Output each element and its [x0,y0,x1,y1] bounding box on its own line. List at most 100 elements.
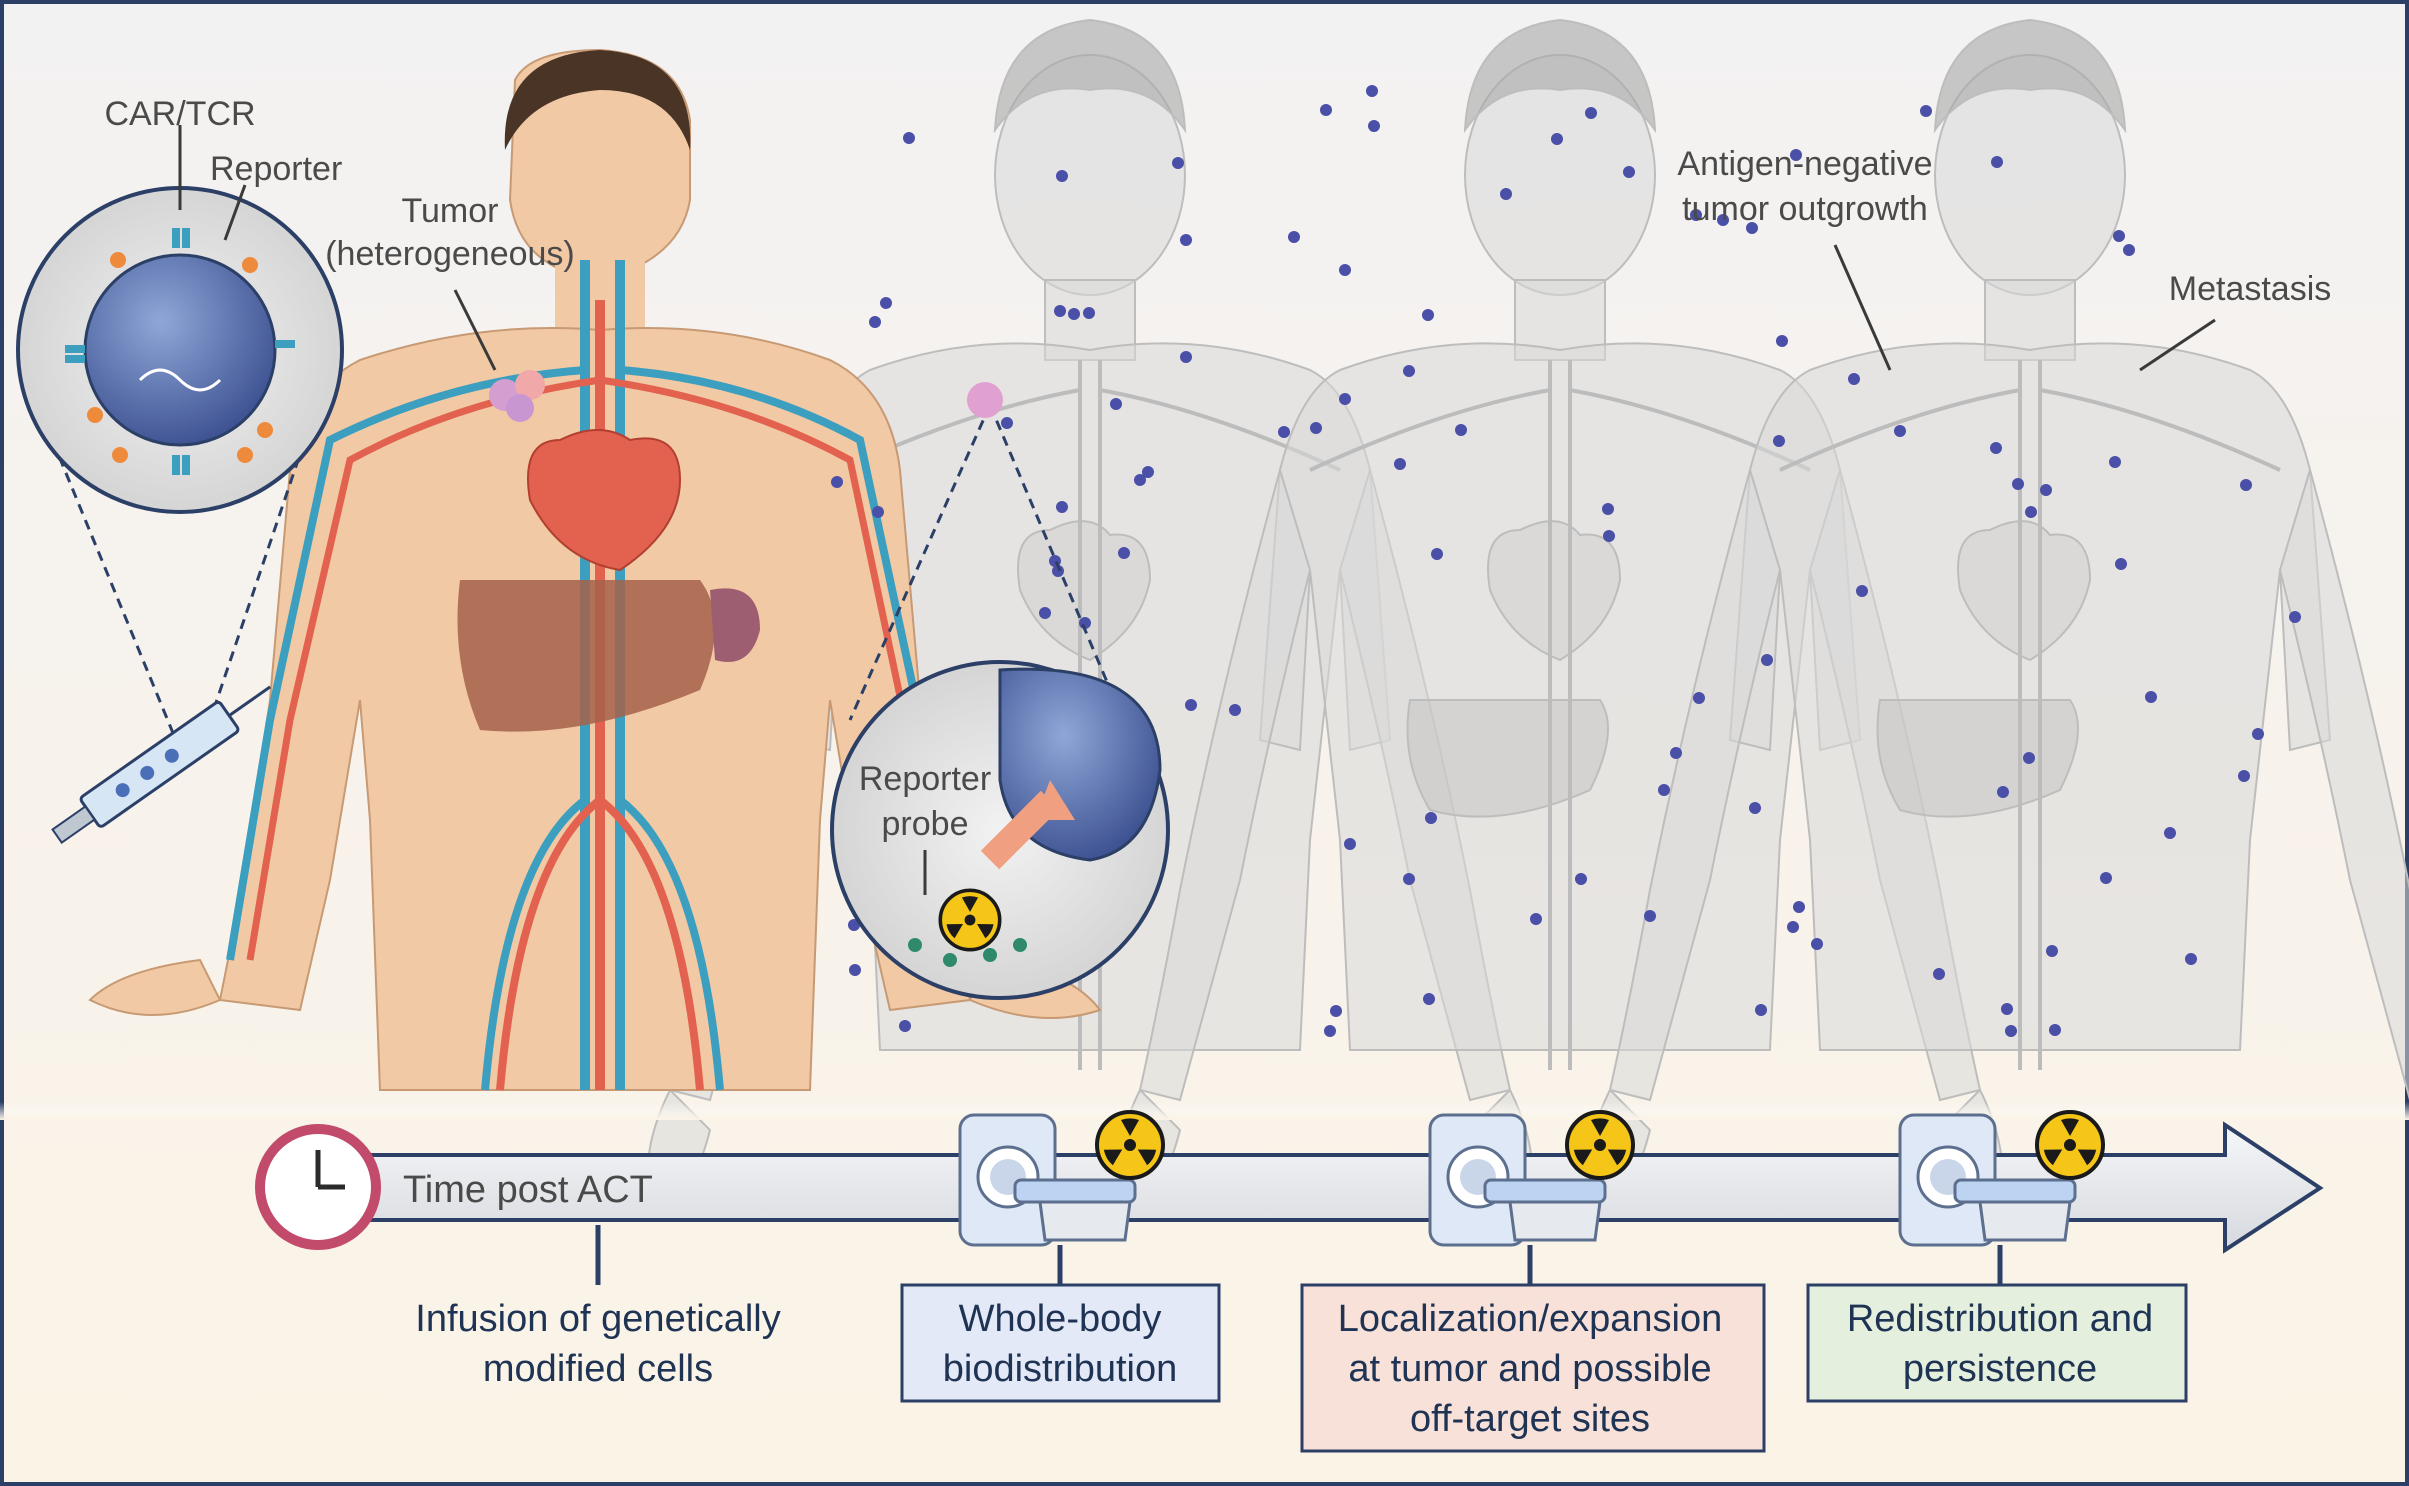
stage-box-3 [1300,1283,1766,1453]
immune-cell-dot [1339,393,1351,405]
immune-cell-dot [2252,728,2264,740]
immune-cell-dot [1229,704,1241,716]
immune-cell-dot [1056,170,1068,182]
immune-cell-dot [2164,827,2176,839]
label-reporter-probe-1: Reporter [859,760,991,798]
immune-cell-dot [1500,188,1512,200]
stage-1-text-1: Infusion of genetically [415,1298,780,1340]
immune-cell-dot [1990,442,2002,454]
immune-cell-dot [880,297,892,309]
stage-3-text-2: at tumor and possible [1348,1348,1711,1390]
label-car-tcr: CAR/TCR [104,95,255,133]
immune-cell-dot [1933,968,1945,980]
immune-cell-dot [1054,305,1066,317]
immune-cell-dot [1623,166,1635,178]
immune-cell-dot [1693,692,1705,704]
immune-cell-dot [1575,873,1587,885]
immune-cell-dot [1366,85,1378,97]
immune-cell-dot [1585,107,1597,119]
immune-cell-dot [849,964,861,976]
immune-cell-dot [1310,422,1322,434]
immune-cell-dot [1288,231,1300,243]
immune-cell-dot [872,506,884,518]
immune-cell-dot [899,1020,911,1032]
immune-cell-dot [1670,747,1682,759]
immune-cell-dot [1749,802,1761,814]
immune-cell-dot [1658,784,1670,796]
immune-cell-dot [1001,417,1013,429]
immune-cell-dot [2049,1024,2061,1036]
immune-cell-dot [1644,910,1656,922]
stage-3-text-3: off-target sites [1410,1398,1650,1440]
immune-cell-dot [1431,548,1443,560]
immune-cell-dot [1368,120,1380,132]
timeline-arrow [318,1121,2324,1254]
immune-cell-dot [1920,105,1932,117]
immune-cell-dots [831,85,2301,1037]
immune-cell-dot [1039,607,1051,619]
immune-cell-dot [1787,921,1799,933]
stage-box-2 [900,1283,1221,1403]
immune-cell-dot [1455,424,1467,436]
immune-cell-dot [2115,558,2127,570]
immune-cell-dot [2238,770,2250,782]
immune-cell-dot [869,316,881,328]
immune-cell-dot [1422,309,1434,321]
immune-cell-dot [2040,484,2052,496]
stage-1-text-2: modified cells [483,1348,713,1390]
immune-cell-dot [1185,699,1197,711]
immune-cell-dot [2012,478,2024,490]
immune-cell-dot [1180,351,1192,363]
immune-cell-dot [1052,565,1064,577]
timeline-label: Time post ACT [403,1169,653,1211]
label-reporter-probe-2: probe [882,805,969,843]
label-tumor-heterogeneous: (heterogeneous) [325,235,575,273]
immune-cell-dot [2109,456,2121,468]
immune-cell-dot [1690,209,1702,221]
immune-cell-dot [1776,335,1788,347]
immune-cell-dot [1755,1004,1767,1016]
immune-cell-dot [1746,222,1758,234]
immune-cell-dot [1134,474,1146,486]
callout-lines [178,125,2216,895]
immune-cell-dot [1083,307,1095,319]
clock-icon [255,1124,381,1250]
immune-cell-dot [1773,435,1785,447]
immune-cell-dot [1339,264,1351,276]
immune-cell-dot [2001,1003,2013,1015]
immune-cell-dot [1530,913,1542,925]
immune-cell-dot [1761,654,1773,666]
reporter-probe-zoom [830,382,1170,1000]
immune-cell-dot [1551,133,1563,145]
immune-cell-dot [1403,365,1415,377]
immune-cell-dot [2123,244,2135,256]
immune-cell-dot [1811,938,1823,950]
immune-cell-dot [2046,945,2058,957]
label-reporter: Reporter [210,150,342,188]
immune-cell-dot [1717,214,1729,226]
immune-cell-dot [831,476,843,488]
label-tumor: Tumor [402,192,499,230]
label-antigen-negative: Antigen-negative [1677,145,1932,183]
immune-cell-dot [2005,1025,2017,1037]
radiation-icon-3 [2035,1110,2105,1180]
immune-cell-dot [1793,901,1805,913]
immune-cell-dot [2100,872,2112,884]
radiation-icon-1 [1095,1110,1165,1180]
immune-cell-dot [2289,611,2301,623]
immune-cell-dot [848,919,860,931]
stage-3-text-1: Localization/expansion [1338,1298,1723,1340]
immune-cell-dot [1394,458,1406,470]
immune-cell-dot [1056,501,1068,513]
immune-cell-dot [1110,398,1122,410]
immune-cell-dot [1848,373,1860,385]
immune-cell-dot [1142,466,1154,478]
label-metastasis: Metastasis [2169,270,2332,308]
immune-cell-dot [2113,230,2125,242]
stage-2-text-2: biodistribution [943,1348,1177,1390]
immune-cell-dot [1278,426,1290,438]
immune-cell-dot [1790,149,1802,161]
label-tumor-outgrowth: tumor outgrowth [1682,190,1928,228]
immune-cell-dot [2240,479,2252,491]
